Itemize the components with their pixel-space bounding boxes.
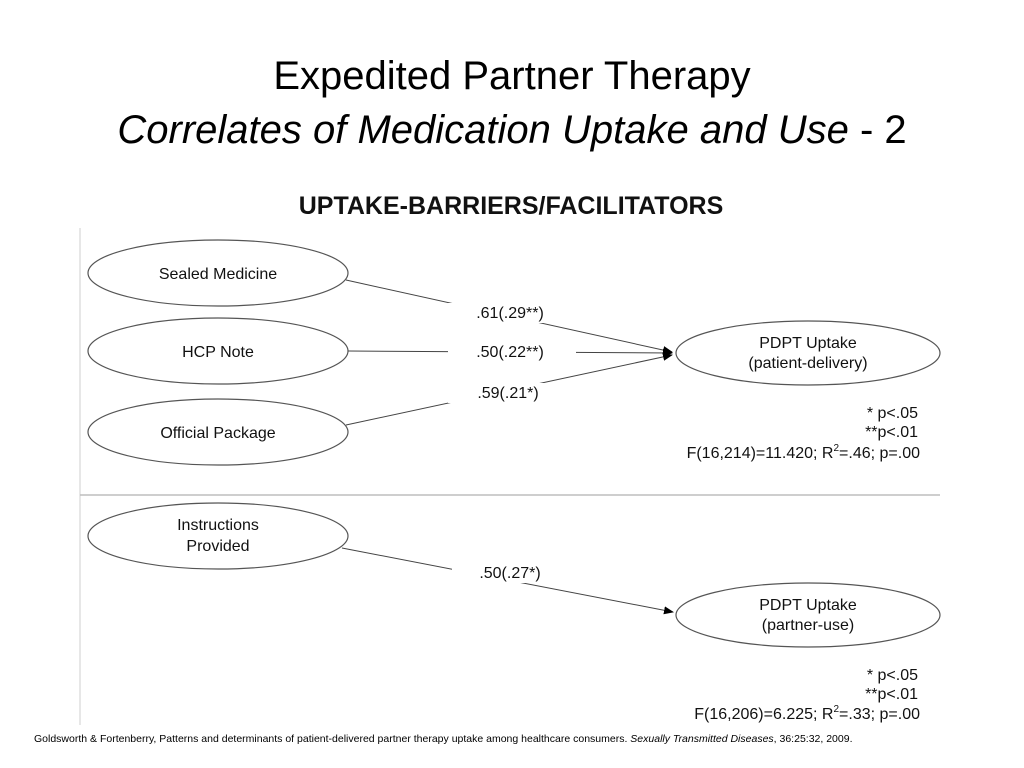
- coef-bg-2: [448, 342, 576, 362]
- pdpt-uptake-partner-line2: (partner-use): [762, 617, 854, 634]
- bottom-sig-note-1: * p<.05: [867, 667, 918, 684]
- official-package-label: Official Package: [160, 425, 275, 442]
- coef-sealed-medicine: .61(.29**): [476, 305, 544, 322]
- coef-bg-4: [452, 563, 570, 583]
- bottom-model-stats-sup: 2: [833, 704, 839, 715]
- citation: Goldsworth & Fortenberry, Patterns and d…: [34, 732, 994, 746]
- coef-instructions-provided: .50(.27*): [479, 565, 540, 582]
- sealed-medicine-label: Sealed Medicine: [159, 266, 277, 283]
- coef-bg-3: [448, 383, 576, 403]
- citation-text-before: Goldsworth & Fortenberry, Patterns and d…: [34, 733, 631, 745]
- top-model-stats-sup: 2: [833, 443, 839, 454]
- coef-official-package: .59(.21*): [477, 385, 538, 402]
- bottom-model-stats-suffix: =.33; p=.00: [839, 706, 920, 723]
- pdpt-uptake-partner-line1: PDPT Uptake: [759, 597, 857, 614]
- diagram-heading: UPTAKE-BARRIERS/FACILITATORS: [299, 192, 724, 220]
- citation-text-after: , 36:25:32, 2009.: [773, 733, 853, 745]
- top-model-stats-prefix: F(16,214)=11.420; R: [687, 445, 834, 462]
- instructions-provided-line2: Provided: [186, 538, 249, 555]
- pdpt-uptake-patient-node: [675, 320, 941, 386]
- top-sig-note-1: * p<.05: [867, 405, 918, 422]
- official-package-node: [87, 398, 349, 466]
- pdpt-uptake-patient-line2: (patient-delivery): [748, 355, 867, 372]
- coef-hcp-note: .50(.22**): [476, 344, 544, 361]
- slide-title-main: Expedited Partner Therapy: [273, 54, 751, 98]
- coef-bg-1: [448, 303, 576, 323]
- bottom-model-stats: F(16,206)=6.225; R2=.33; p=.00: [694, 704, 920, 723]
- instructions-provided-node: [87, 502, 349, 570]
- top-sig-note-2: **p<.01: [865, 424, 918, 441]
- pdpt-uptake-partner-node: [675, 582, 941, 648]
- slide-subtitle: Correlates of Medication Uptake and Use …: [0, 106, 1024, 154]
- slide-subtitle-suffix: - 2: [848, 108, 907, 152]
- bottom-sig-note-2: **p<.01: [865, 686, 918, 703]
- slide-title: Expedited Partner Therapy: [0, 52, 1024, 100]
- top-model-stats: F(16,214)=11.420; R2=.46; p=.00: [687, 443, 921, 462]
- sealed-medicine-node: [87, 239, 349, 307]
- citation-journal: Sexually Transmitted Diseases: [630, 733, 774, 745]
- slide-subtitle-italic: Correlates of Medication Uptake and Use: [117, 108, 849, 152]
- bottom-model-stats-prefix: F(16,206)=6.225; R: [694, 706, 833, 723]
- top-model-stats-suffix: =.46; p=.00: [839, 445, 920, 462]
- instructions-provided-line1: Instructions: [177, 517, 259, 534]
- hcp-note-label: HCP Note: [182, 344, 254, 361]
- pdpt-uptake-patient-line1: PDPT Uptake: [759, 335, 857, 352]
